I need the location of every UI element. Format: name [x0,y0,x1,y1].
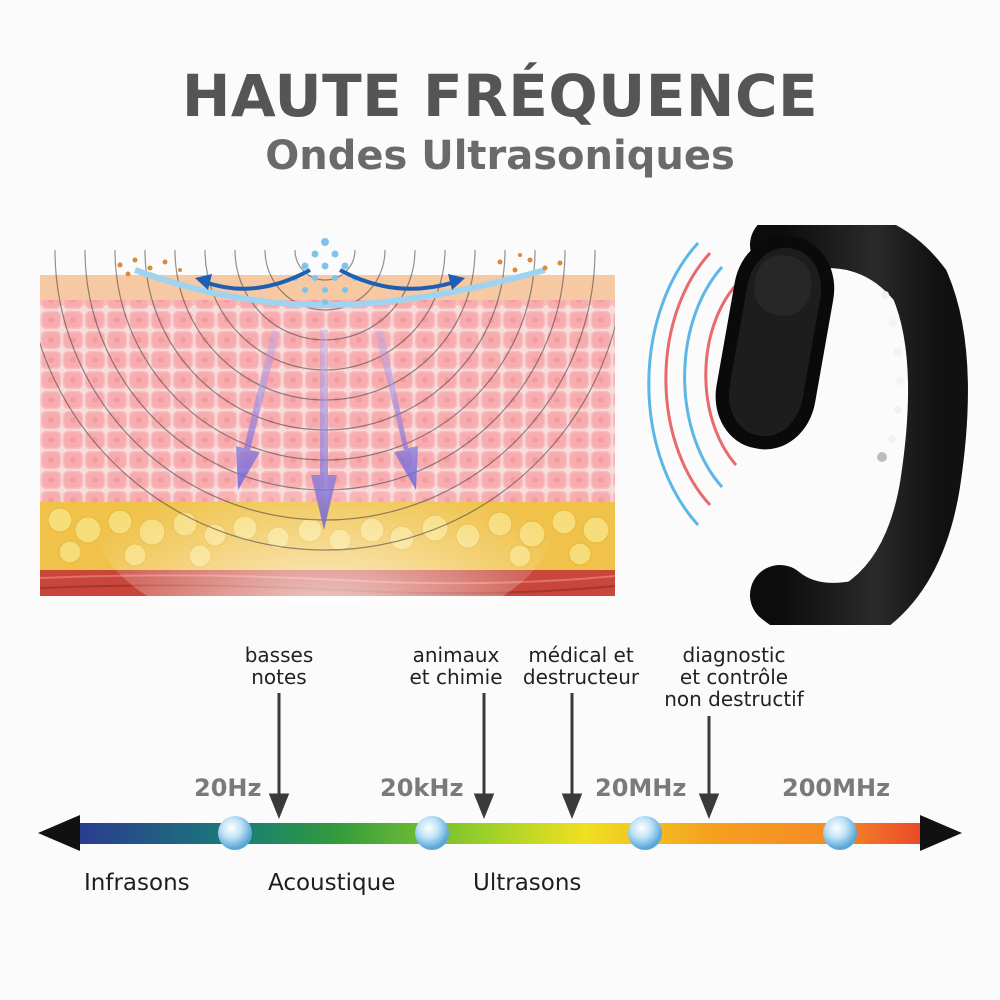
annotation-medical-destructeur: médical et destructeur [522,643,640,689]
freq-label-20khz: 20kHz [380,774,464,802]
marker-20mhz [628,816,662,850]
scale-left-arrowhead [38,815,80,851]
freq-label-200mhz: 200MHz [782,774,891,802]
page-subtitle: Ondes Ultrasoniques [265,133,735,179]
wristband-device-illustration [647,225,968,625]
freq-label-20mhz: 20MHz [595,774,687,802]
skin-cross-section-illustration [40,238,615,602]
page-title: HAUTE FRÉQUENCE [181,62,819,130]
scale-right-arrowhead [920,815,962,851]
annotation-basses-notes: basses notes [244,643,314,689]
strap-pin [877,452,887,462]
annotation-animaux-chimie: animaux et chimie [409,643,503,689]
marker-20hz [218,816,252,850]
annotation-pointers [268,693,720,820]
annotation-diagnostic-controle: diagnostic et contrôle non destructif [664,643,804,711]
marker-200mhz [823,816,857,850]
freq-label-20hz: 20Hz [194,774,262,802]
band-label-infrasons: Infrasons [84,870,190,896]
marker-20khz [415,816,449,850]
spectrum-gradient-bar [80,823,920,844]
frequency-markers [218,816,857,850]
band-label-ultrasons: Ultrasons [473,870,582,896]
band-label-acoustique: Acoustique [268,870,396,896]
